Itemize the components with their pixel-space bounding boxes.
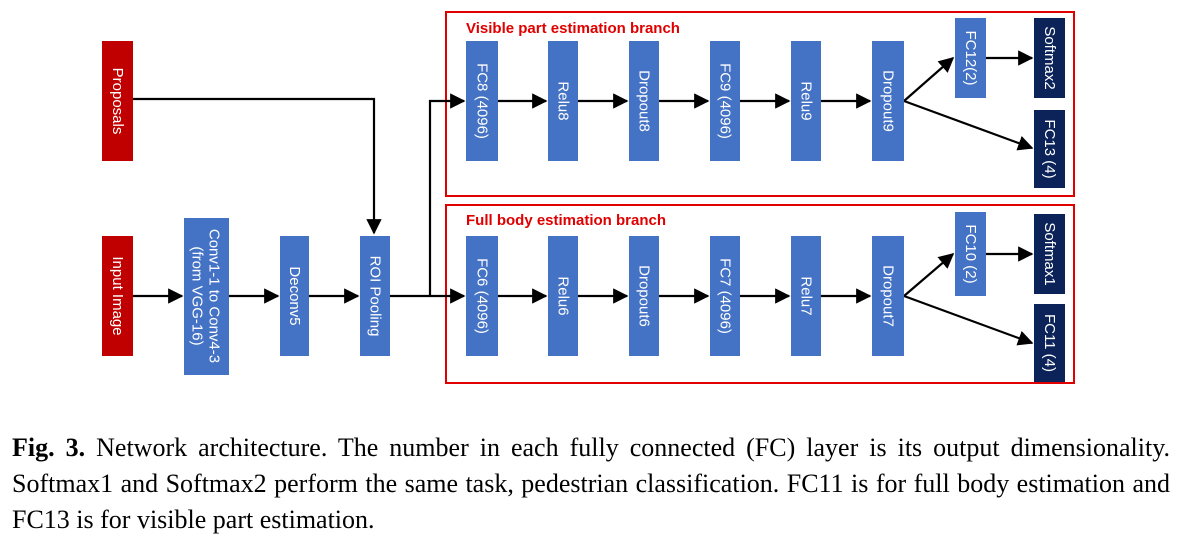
label-softmax2: Softmax2 — [1041, 26, 1058, 89]
label-fc6: FC6 (4096) — [474, 258, 491, 334]
network-architecture-diagram: Visible part estimation branch Full body… — [102, 11, 1075, 384]
caption-text: Network architecture. The number in each… — [12, 433, 1170, 534]
node-deconv5: Deconv5 — [280, 236, 309, 356]
node-dropout8: Dropout8 — [629, 41, 659, 161]
visible-branch-box — [445, 11, 1075, 197]
label-relu9: Relu9 — [798, 81, 815, 120]
node-fc13: FC13 (4) — [1034, 110, 1065, 188]
full-branch-box — [445, 204, 1075, 384]
node-roi-pooling: ROI Pooling — [360, 236, 390, 356]
label-fc12: FC12(2) — [962, 30, 979, 85]
node-input-image: Input Image — [102, 236, 133, 356]
figure-caption: Fig. 3. Network architecture. The number… — [12, 430, 1170, 538]
node-relu6: Relu6 — [548, 236, 578, 356]
full-branch-layers: FC6 (4096) Relu6 Dropout6 FC7 (4096) Rel… — [466, 212, 1065, 382]
label-roi-pooling: ROI Pooling — [367, 256, 384, 337]
label-relu6: Relu6 — [555, 276, 572, 315]
visible-branch-title: Visible part estimation branch — [466, 20, 680, 37]
label-dropout6: Dropout6 — [636, 265, 653, 327]
label-conv-line2: (from VGG-16) — [189, 246, 206, 345]
label-deconv5: Deconv5 — [286, 266, 303, 325]
figure-label: Fig. 3. — [12, 433, 86, 462]
full-branch-title: Full body estimation branch — [466, 212, 666, 229]
node-dropout6: Dropout6 — [629, 236, 659, 356]
node-relu7: Relu7 — [791, 236, 821, 356]
node-relu9: Relu9 — [791, 41, 821, 161]
arrow-proposals-to-roi — [133, 97, 382, 235]
label-softmax1: Softmax1 — [1041, 222, 1058, 285]
label-fc7: FC7 (4096) — [717, 258, 734, 334]
arrow-dropout7-fc10 — [903, 252, 955, 297]
node-fc6: FC6 (4096) — [466, 236, 498, 356]
label-dropout8: Dropout8 — [636, 70, 653, 132]
node-fc8: FC8 (4096) — [466, 41, 498, 161]
node-fc11: FC11 (4) — [1034, 304, 1065, 382]
node-fc12: FC12(2) — [955, 18, 986, 98]
label-relu8: Relu8 — [555, 81, 572, 120]
label-dropout9: Dropout9 — [880, 70, 897, 132]
arrow-dropout9-fc12 — [903, 56, 955, 102]
label-fc10: FC10 (2) — [962, 224, 979, 283]
visible-branch-layers: FC8 (4096) Relu8 Dropout8 FC9 (4096) Rel… — [466, 18, 1065, 188]
label-dropout7: Dropout7 — [880, 265, 897, 327]
label-proposals: Proposals — [109, 68, 126, 135]
label-fc13: FC13 (4) — [1041, 119, 1058, 178]
connections — [133, 50, 1034, 346]
node-relu8: Relu8 — [548, 41, 578, 161]
node-fc10: FC10 (2) — [955, 212, 986, 296]
label-fc11: FC11 (4) — [1041, 314, 1058, 372]
label-conv-line1: Conv1-1 to Conv4-3 — [206, 229, 223, 363]
arrow-roi-to-fc8 — [428, 93, 466, 296]
node-fc9: FC9 (4096) — [710, 41, 740, 161]
arrow-dropout9-fc13 — [903, 99, 1034, 151]
node-proposals: Proposals — [102, 41, 133, 161]
node-dropout9: Dropout9 — [872, 41, 904, 161]
node-dropout7: Dropout7 — [872, 236, 904, 356]
arrow-dropout7-fc11 — [903, 294, 1034, 346]
node-softmax2: Softmax2 — [1034, 18, 1065, 98]
node-softmax1: Softmax1 — [1034, 214, 1065, 294]
label-input-image: Input Image — [109, 256, 126, 335]
node-fc7: FC7 (4096) — [710, 236, 740, 356]
label-relu7: Relu7 — [798, 276, 815, 315]
label-fc9: FC9 (4096) — [717, 63, 734, 139]
node-conv: Conv1-1 to Conv4-3 (from VGG-16) — [184, 218, 229, 375]
label-fc8: FC8 (4096) — [474, 63, 491, 139]
